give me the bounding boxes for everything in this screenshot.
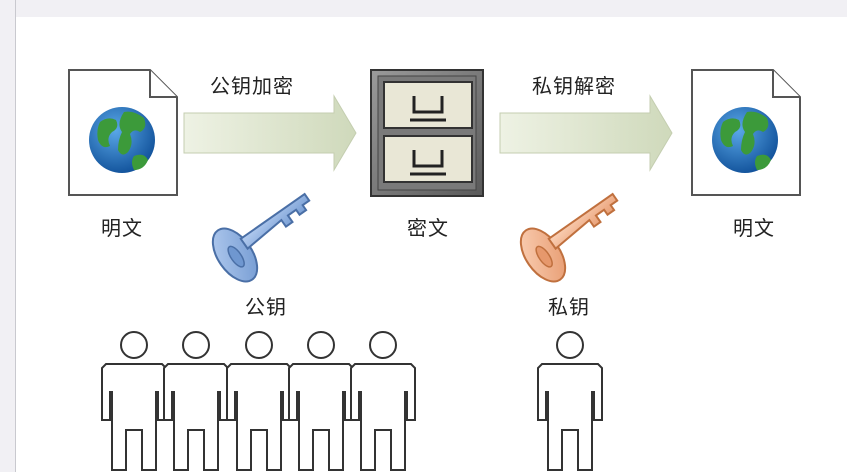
person-icon xyxy=(350,331,416,471)
arrow-encrypt xyxy=(183,94,357,172)
private-user xyxy=(537,331,603,471)
label-plaintext-right: 明文 xyxy=(733,216,775,240)
public-key-icon xyxy=(211,192,311,283)
label-decrypt-with-private-key: 私钥解密 xyxy=(532,74,616,98)
private-key-icon xyxy=(519,192,619,283)
public-users-group xyxy=(101,331,416,471)
person-icon xyxy=(288,331,354,471)
window-left-bar xyxy=(0,0,16,472)
file-cabinet-icon xyxy=(370,69,484,197)
label-private-key: 私钥 xyxy=(548,295,590,319)
arrow-decrypt xyxy=(499,94,673,172)
person-icon xyxy=(101,331,167,471)
label-encrypt-with-public-key: 公钥加密 xyxy=(210,74,294,98)
label-plaintext-left: 明文 xyxy=(101,216,143,240)
person-icon xyxy=(163,331,229,471)
label-public-key: 公钥 xyxy=(245,295,287,319)
globe-document-icon-right xyxy=(691,69,801,196)
window-top-bar xyxy=(0,0,847,17)
label-ciphertext: 密文 xyxy=(407,216,449,240)
globe-document-icon-left xyxy=(68,69,178,196)
person-icon xyxy=(537,331,603,471)
person-icon xyxy=(226,331,292,471)
